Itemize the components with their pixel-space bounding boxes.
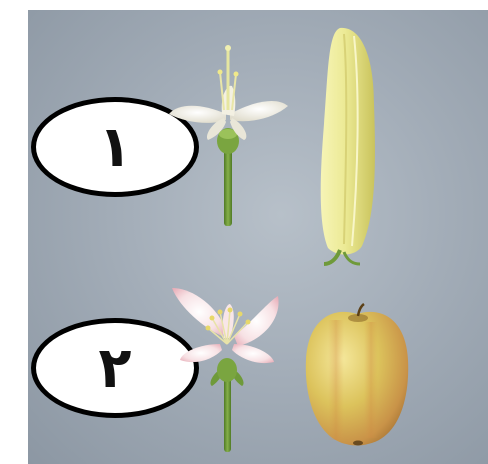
pink-flower-icon [164, 278, 294, 458]
white-flower-icon [164, 44, 294, 234]
label-number-1: ١ [99, 119, 132, 176]
apple-icon [302, 300, 412, 450]
image-panel: ١ ٢ [28, 10, 488, 464]
label-number-2: ٢ [99, 340, 132, 397]
yellow-pod-icon [310, 24, 390, 276]
